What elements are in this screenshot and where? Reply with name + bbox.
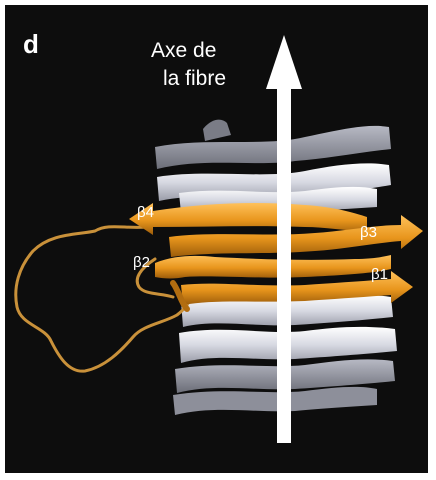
strand-label-b4: β4 (137, 205, 154, 221)
upper-sheets (155, 120, 391, 213)
sheet-strand (155, 126, 391, 169)
axis-label-line2: la fibre (163, 67, 226, 91)
sheet-strand (173, 387, 377, 415)
sheet-strand (203, 120, 231, 141)
strand-b2 (155, 255, 391, 279)
strand-label-b1: β1 (371, 267, 388, 283)
figure-panel: d Axe de la fibre β4 β2 β3 β1 (5, 5, 428, 473)
axis-label-line1: Axe de (151, 39, 216, 63)
strand-label-b2: β2 (133, 255, 150, 271)
strand-label-b3: β3 (360, 225, 377, 241)
disordered-loop (16, 227, 191, 371)
orange-strands (129, 203, 423, 309)
panel-letter: d (23, 31, 39, 57)
